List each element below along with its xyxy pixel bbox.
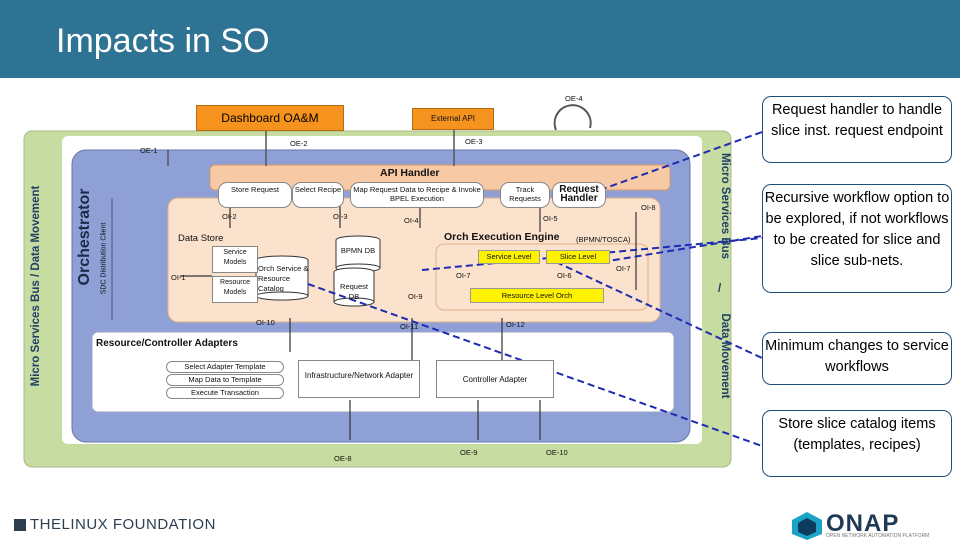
execute-box: Execute Transaction bbox=[166, 387, 284, 399]
oi5-label: OI-5 bbox=[543, 214, 558, 223]
oi2-label: OI-2 bbox=[222, 212, 237, 221]
slide-title: Impacts in SO bbox=[56, 22, 270, 60]
callout-request-handler: Request handler to handle slice inst. re… bbox=[762, 96, 952, 163]
oi7-label-b: OI-7 bbox=[616, 264, 631, 273]
api-handler-title: API Handler bbox=[380, 167, 440, 179]
right-bus-label-top: Micro Services Bus bbox=[719, 152, 731, 260]
callout-recursive-workflow: Recursive workflow option to be explored… bbox=[762, 184, 952, 293]
oi4-label: OI-4 bbox=[404, 216, 419, 225]
title-banner bbox=[0, 0, 960, 78]
oi1-label: OI-1 bbox=[171, 273, 186, 282]
bpmn-db: BPMN DB bbox=[340, 246, 376, 255]
oe10-label: OE-10 bbox=[546, 448, 568, 457]
map-request-box: Map Request Data to Recipe & Invoke BPEL… bbox=[350, 182, 484, 208]
callout-minimum-changes: Minimum changes to service workflows bbox=[762, 332, 952, 385]
controller-adapter-box: Controller Adapter bbox=[436, 360, 554, 398]
oi6-label: OI-6 bbox=[557, 271, 572, 280]
oe2-label: OE-2 bbox=[290, 139, 308, 148]
left-bus-label: Micro Services Bus / Data Movement bbox=[30, 185, 42, 387]
service-models-box: Service Models bbox=[212, 246, 258, 273]
infra-adapter-box: Infrastructure/Network Adapter bbox=[298, 360, 420, 398]
store-request-box: Store Request bbox=[218, 182, 292, 208]
resource-models-box: Resource Models bbox=[212, 276, 258, 303]
select-template-box: Select Adapter Template bbox=[166, 361, 284, 373]
orchestrator-label: Orchestrator bbox=[76, 188, 93, 286]
oi3-label: OI-3 bbox=[333, 212, 348, 221]
oi8-label: OI-8 bbox=[641, 203, 656, 212]
oi7-label-a: OI-7 bbox=[456, 271, 471, 280]
right-bus-separator: / bbox=[718, 283, 722, 295]
linux-foundation-logo-mark bbox=[14, 519, 26, 531]
map-data-box: Map Data to Template bbox=[166, 374, 284, 386]
sdc-client-label: SDC Distribution Client bbox=[100, 222, 108, 295]
onap-logo-icon bbox=[792, 512, 822, 540]
orch-catalog-db: Orch Service & Resource Catalog bbox=[258, 264, 309, 293]
request-db: Request DB bbox=[340, 282, 368, 301]
data-store-title: Data Store bbox=[178, 233, 224, 244]
engine-subtitle: (BPMN/TOSCA) bbox=[576, 235, 631, 244]
oe9-label: OE-9 bbox=[460, 448, 478, 457]
callout-store-slice-catalog: Store slice catalog items (templates, re… bbox=[762, 410, 952, 477]
engine-title: Orch Execution Engine bbox=[444, 231, 560, 243]
select-recipe-box: Select Recipe bbox=[292, 182, 344, 208]
track-requests-box: Track Requests bbox=[500, 182, 550, 208]
oi9-label: OI-9 bbox=[408, 292, 423, 301]
oe4-label: OE-4 bbox=[565, 94, 583, 103]
resource-level-box: Resource Level Orch bbox=[470, 288, 604, 303]
oe3-label: OE-3 bbox=[465, 137, 483, 146]
service-level-box: Service Level bbox=[478, 250, 540, 264]
oi10-label: OI-10 bbox=[256, 318, 275, 327]
onap-tagline: OPEN NETWORK AUTOMATION PLATFORM bbox=[826, 533, 930, 539]
request-handler-box: Request Handler bbox=[552, 182, 606, 208]
oe1-label: OE-1 bbox=[140, 146, 158, 155]
slice-level-box: Slice Level bbox=[546, 250, 610, 264]
right-bus-label-bottom: Data Movement bbox=[719, 313, 731, 399]
oe8-label: OE-8 bbox=[334, 454, 352, 463]
dashboard-box: Dashboard OA&M bbox=[196, 105, 344, 131]
oi12-label: OI-12 bbox=[506, 320, 525, 329]
oi11-label: OI-11 bbox=[400, 322, 419, 331]
linux-foundation-logo: THELINUX FOUNDATION bbox=[30, 516, 216, 533]
onap-logo-text: ONAP bbox=[826, 510, 900, 537]
adapters-title: Resource/Controller Adapters bbox=[96, 338, 238, 349]
external-api-box: External API bbox=[412, 108, 494, 130]
